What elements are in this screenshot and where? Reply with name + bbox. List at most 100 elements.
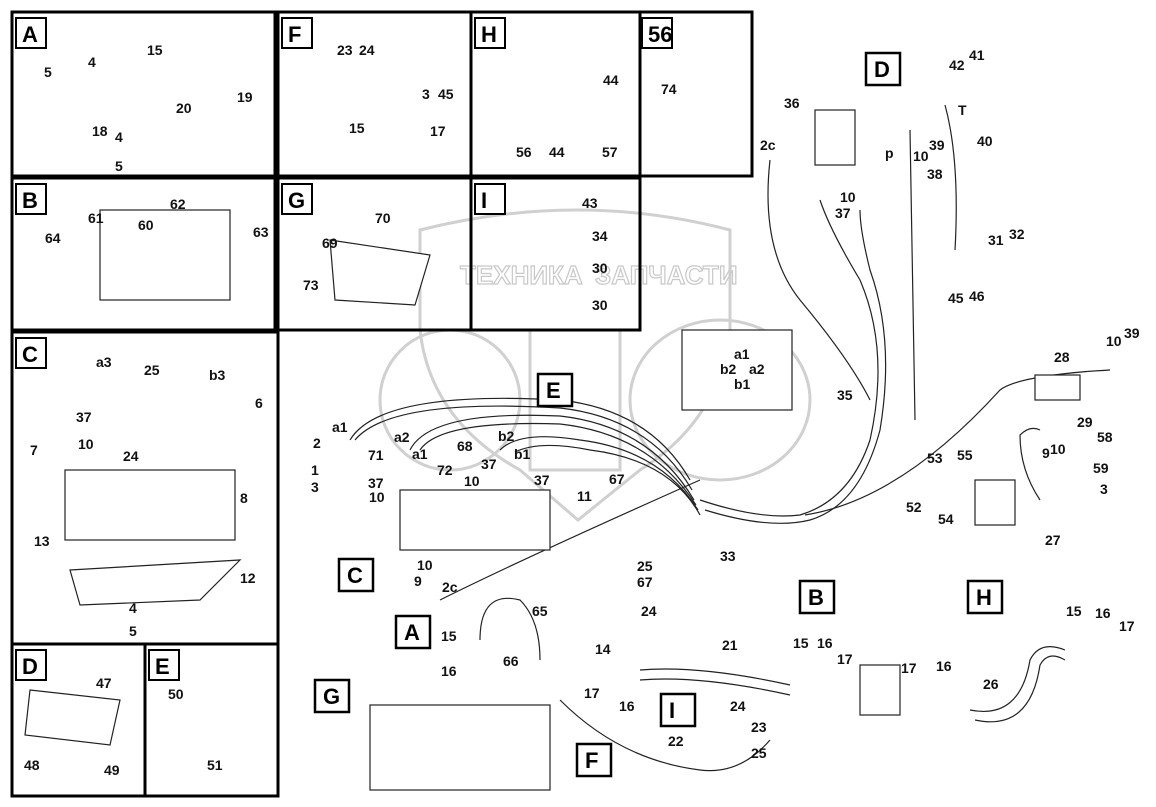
callout-3: 3 bbox=[311, 479, 319, 495]
callout-29: 29 bbox=[1077, 414, 1093, 430]
callout-44: 44 bbox=[603, 72, 619, 88]
callout-15: 15 bbox=[441, 628, 457, 644]
callout-5: 5 bbox=[115, 158, 123, 174]
callout-17: 17 bbox=[430, 123, 446, 139]
callout-10: 10 bbox=[417, 557, 433, 573]
callout-box bbox=[864, 51, 902, 87]
callout-51: 51 bbox=[207, 757, 223, 773]
callout-box bbox=[659, 692, 697, 728]
callout-6: 6 bbox=[255, 395, 263, 411]
callout-3: 3 bbox=[1100, 481, 1108, 497]
callout-4: 4 bbox=[129, 600, 137, 616]
callout-25: 25 bbox=[144, 362, 160, 378]
panel-label-box bbox=[15, 649, 47, 681]
callout-12: 12 bbox=[240, 570, 256, 586]
panel-label-box bbox=[148, 649, 180, 681]
panel-label-box bbox=[281, 17, 313, 49]
callout-box-i: I bbox=[669, 698, 675, 723]
callout-10: 10 bbox=[369, 489, 385, 505]
callout-box bbox=[966, 579, 1004, 615]
callout-39: 39 bbox=[1124, 325, 1140, 341]
callout-13: 13 bbox=[34, 533, 50, 549]
watermark-text-right: ЗАПЧАСТИ bbox=[595, 260, 738, 290]
callout-16: 16 bbox=[936, 658, 952, 674]
callout-57: 57 bbox=[602, 144, 618, 160]
callout-34: 34 bbox=[592, 228, 608, 244]
callout-10: 10 bbox=[464, 473, 480, 489]
callout-39: 39 bbox=[929, 137, 945, 153]
callout-b1: b1 bbox=[734, 376, 751, 392]
callout-49: 49 bbox=[104, 762, 120, 778]
panel-label-d: D bbox=[22, 654, 38, 679]
callout-24: 24 bbox=[123, 448, 139, 464]
callout-23: 23 bbox=[751, 719, 767, 735]
callout-55: 55 bbox=[957, 447, 973, 463]
callout-46: 46 bbox=[969, 288, 985, 304]
panel-label-f: F bbox=[288, 22, 301, 47]
callout-16: 16 bbox=[619, 698, 635, 714]
callout-box-a: A bbox=[404, 620, 420, 645]
callout-69: 69 bbox=[322, 235, 338, 251]
callout-25: 25 bbox=[637, 558, 653, 574]
callout-67: 67 bbox=[609, 471, 625, 487]
callout-a2: a2 bbox=[394, 429, 410, 445]
callout-box-g: G bbox=[323, 684, 340, 709]
callout-37: 37 bbox=[835, 205, 851, 221]
panel-label-box bbox=[474, 17, 506, 49]
callout-box-h: H bbox=[976, 585, 992, 610]
panel-label-56: 56 bbox=[648, 22, 672, 47]
callout-box bbox=[337, 557, 375, 593]
callout-a1: a1 bbox=[412, 446, 428, 462]
callout-10: 10 bbox=[840, 189, 856, 205]
callout-61: 61 bbox=[88, 210, 104, 226]
callout-1: 1 bbox=[311, 462, 319, 478]
callout-22: 22 bbox=[668, 733, 684, 749]
callout-11: 11 bbox=[577, 488, 592, 504]
panel-label-b: B bbox=[22, 188, 38, 213]
callout-74: 74 bbox=[661, 81, 677, 97]
callout-box-d: D bbox=[874, 57, 890, 82]
callout-8: 8 bbox=[240, 490, 248, 506]
callout-43: 43 bbox=[582, 195, 598, 211]
callout-37: 37 bbox=[76, 409, 92, 425]
callout-70: 70 bbox=[375, 210, 391, 226]
callout-36: 36 bbox=[784, 95, 800, 111]
callout-37: 37 bbox=[534, 472, 550, 488]
callout-59: 59 bbox=[1093, 460, 1109, 476]
callout-63: 63 bbox=[253, 224, 269, 240]
callout-25: 25 bbox=[751, 745, 767, 761]
callout-a2: a2 bbox=[749, 361, 765, 377]
callout-16: 16 bbox=[441, 663, 457, 679]
callout-3: 3 bbox=[422, 86, 430, 102]
callout-40: 40 bbox=[977, 133, 993, 149]
callout-17: 17 bbox=[837, 651, 853, 667]
callout-45: 45 bbox=[948, 290, 964, 306]
callout-14: 14 bbox=[595, 641, 611, 657]
callout-58: 58 bbox=[1097, 429, 1113, 445]
panel-label-g: G bbox=[288, 188, 305, 213]
panel-label-box bbox=[15, 183, 47, 215]
callout-21: 21 bbox=[722, 637, 738, 653]
panel-label-c: C bbox=[22, 342, 38, 367]
panel-label-i: I bbox=[481, 188, 487, 213]
callout-b2: b2 bbox=[720, 361, 737, 377]
callout-9: 9 bbox=[414, 573, 422, 589]
callout-p: p bbox=[885, 145, 894, 161]
callout-35: 35 bbox=[837, 387, 853, 403]
callout-56: 56 bbox=[516, 144, 532, 160]
callout-33: 33 bbox=[720, 548, 736, 564]
callout-42: 42 bbox=[949, 57, 965, 73]
callout-15: 15 bbox=[147, 42, 163, 58]
callout-20: 20 bbox=[176, 100, 192, 116]
callout-54: 54 bbox=[938, 511, 954, 527]
callout-31: 31 bbox=[988, 232, 1004, 248]
callout-30: 30 bbox=[592, 297, 608, 313]
callout-17: 17 bbox=[1119, 618, 1135, 634]
panel-label-box bbox=[641, 17, 673, 49]
callout-10: 10 bbox=[913, 148, 929, 164]
callout-71: 71 bbox=[368, 447, 384, 463]
panel-label-h: H bbox=[481, 22, 497, 47]
callout-45: 45 bbox=[438, 86, 454, 102]
callout-38: 38 bbox=[927, 166, 943, 182]
